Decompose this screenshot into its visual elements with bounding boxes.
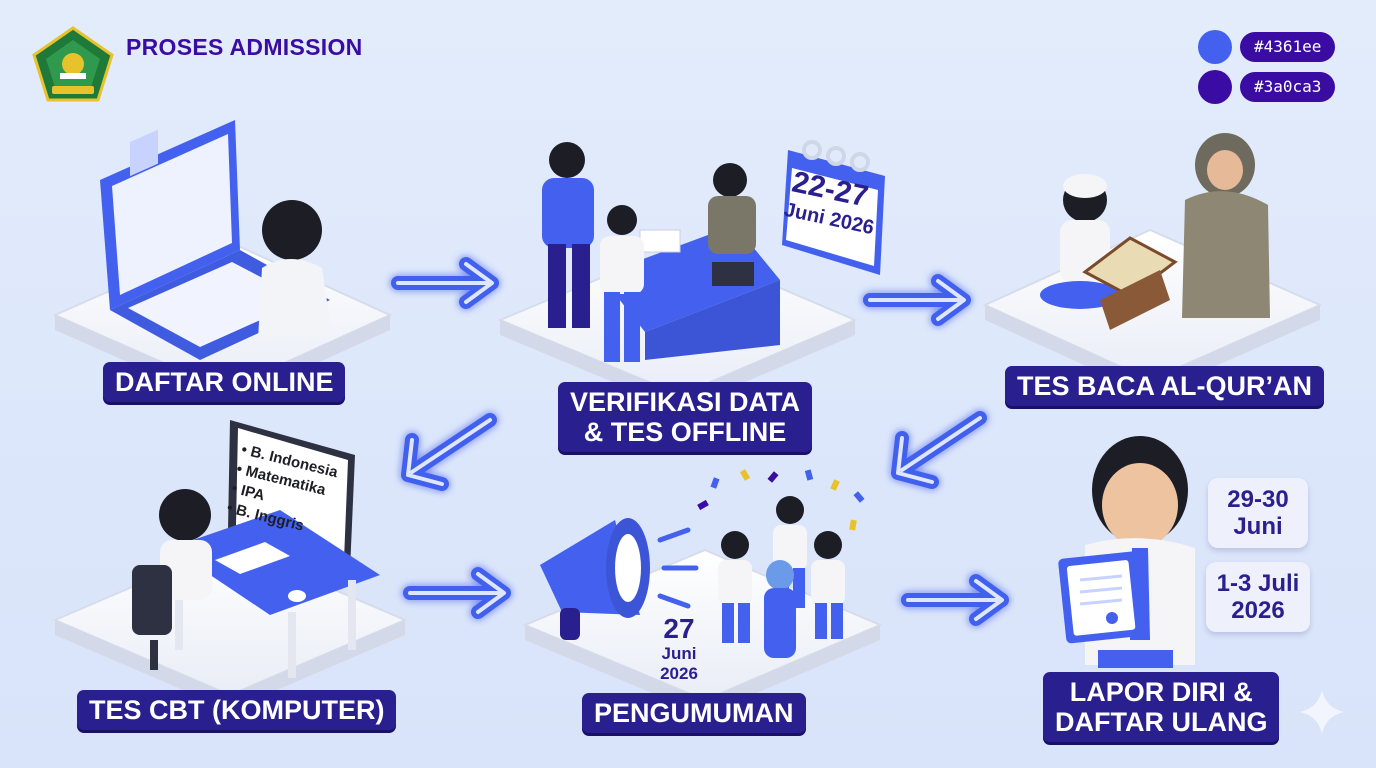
computer-desk <box>170 510 380 678</box>
arrow-5-to-6 <box>901 574 1009 626</box>
page-title: PROSES ADMISSION <box>126 34 363 60</box>
date-card-daftar-ulang: 1-3 Juli 2026 <box>1206 562 1310 632</box>
swatch-label-accent: #4361ee <box>1240 32 1336 62</box>
swatch-dot-dark <box>1198 70 1232 104</box>
teacher-person <box>1182 133 1270 318</box>
step-label-tes-baca: TES BACA AL-QUR’AN <box>1005 366 1324 406</box>
step-label-verifikasi-line1: VERIFIKASI DATA <box>570 387 801 417</box>
document-icon <box>1058 551 1144 644</box>
kemenag-logo <box>32 26 114 102</box>
student-person <box>258 200 332 340</box>
arrow-4-to-5 <box>403 567 511 619</box>
megaphone-icon <box>540 518 699 640</box>
step-label-daftar-online: DAFTAR ONLINE <box>103 362 346 402</box>
arrow-2-to-3 <box>863 274 971 326</box>
arrow-1-to-2 <box>391 257 499 309</box>
date-card-line1: 29-30 <box>1227 486 1289 513</box>
step-label-lapor-diri: LAPOR DIRI & DAFTAR ULANG <box>1043 672 1280 742</box>
swatch-dot-accent <box>1198 30 1232 64</box>
step-label-verifikasi: VERIFIKASI DATA & TES OFFLINE <box>558 382 813 452</box>
date-card-line2: 2026 <box>1231 597 1285 624</box>
announcement-year: 2026 <box>660 664 698 683</box>
calendar-icon <box>782 140 885 275</box>
quran-student <box>1040 174 1120 309</box>
step-label-lapor-diri-line1: LAPOR DIRI & <box>1069 677 1253 707</box>
quran-book-icon <box>1082 236 1178 330</box>
swatch-label-dark: #3a0ca3 <box>1240 72 1336 102</box>
step-label-lapor-diri-line2: DAFTAR ULANG <box>1055 707 1268 737</box>
date-card-line2: Juni <box>1233 513 1283 540</box>
arrow-2-to-4 <box>401 413 497 491</box>
announcement-day: 27 <box>663 613 695 644</box>
celebrating-students <box>718 496 845 658</box>
child-person <box>600 205 644 362</box>
confetti <box>697 469 865 531</box>
sparkle-icon <box>1300 690 1344 734</box>
date-card-line1: 1-3 Juli <box>1216 570 1300 597</box>
announcement-month: Juni <box>661 644 697 663</box>
arrow-3-to-5 <box>891 411 987 489</box>
officer-person <box>708 163 756 254</box>
step-label-pengumuman: PENGUMUMAN <box>582 693 806 733</box>
step-label-tes-cbt: TES CBT (KOMPUTER) <box>77 690 397 730</box>
step-label-verifikasi-line2: & TES OFFLINE <box>583 417 787 447</box>
cbt-student <box>132 489 212 670</box>
parent-person <box>542 142 594 328</box>
date-card-lapor-diri: 29-30 Juni <box>1208 478 1308 548</box>
